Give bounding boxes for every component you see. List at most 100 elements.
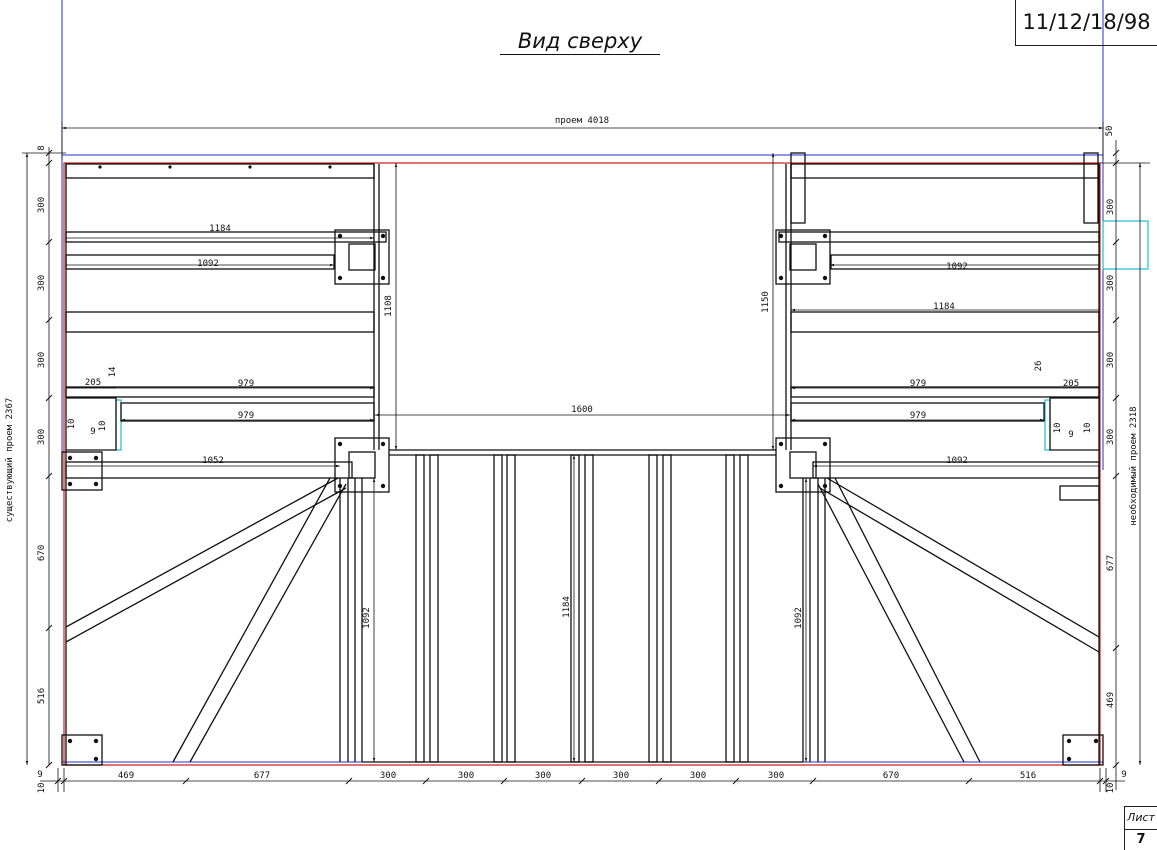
dim-right-side-6: 469 <box>1106 692 1116 708</box>
dim-bottom-9: 670 <box>883 771 899 781</box>
dim-left-side-4: 300 <box>37 429 47 445</box>
dimension-tick <box>45 159 53 167</box>
dim-center-vertical: 1184 <box>562 596 572 618</box>
dim-left-notch-c: 9 <box>90 427 95 437</box>
dim-left-notch-w: 205 <box>85 378 101 388</box>
dim-right-notch-d: 10 <box>1083 423 1093 434</box>
dim-right-notch-b: 10 <box>1053 423 1063 434</box>
dim-right-side-2: 300 <box>1106 275 1116 291</box>
dimension-tick <box>965 777 973 785</box>
document-number-box: 11/12/18/98 <box>1015 0 1157 46</box>
left-frame <box>61 163 390 766</box>
dimension-tick <box>1112 644 1120 652</box>
dim-bottom-4: 300 <box>458 771 474 781</box>
sheet-number: 7 <box>1136 832 1146 847</box>
dim-left-beam-1: 1184 <box>209 224 231 234</box>
right-frame <box>775 152 1104 766</box>
dimension-tick <box>1112 472 1120 480</box>
dim-bottom-7: 300 <box>690 771 706 781</box>
dim-left-notch-a: 14 <box>108 367 118 378</box>
dimension-tick <box>422 777 430 785</box>
dimension-tick <box>45 238 53 246</box>
guide-lines <box>61 0 1104 763</box>
document-number: 11/12/18/98 <box>1022 10 1151 34</box>
dim-top-left-small: 8 <box>37 145 47 150</box>
sheet-label: Лист <box>1125 807 1157 830</box>
center-section <box>362 449 803 763</box>
dim-right-vertical-lower: 1092 <box>794 607 804 629</box>
dim-bottom-left-small-b: 10 <box>37 783 47 794</box>
dimension-tick <box>45 624 53 632</box>
dim-right-beam-1: 1092 <box>946 262 968 272</box>
dimension-tick <box>45 316 53 324</box>
dim-right-vertical-upper: 1150 <box>761 291 771 313</box>
dim-left-beam-2: 1092 <box>197 259 219 269</box>
dim-right-beam-3: 979 <box>910 379 926 389</box>
dimension-tick <box>1102 777 1110 785</box>
dimension-tick <box>655 777 663 785</box>
dim-right-beam-5: 1092 <box>946 456 968 466</box>
dimension-tick <box>45 472 53 480</box>
dimension-tick <box>578 777 586 785</box>
dimension-tick <box>809 777 817 785</box>
bottom-ticks <box>54 777 1110 785</box>
dimension-tick <box>54 777 62 785</box>
dimension-tick <box>1096 777 1104 785</box>
dim-right-notch-a: 26 <box>1034 361 1044 372</box>
dim-right-side-4: 300 <box>1106 429 1116 445</box>
dim-opening-width: проем 4018 <box>555 116 609 126</box>
dim-left-side-1: 300 <box>37 197 47 213</box>
dim-right-notch-w: 205 <box>1063 379 1079 389</box>
dim-left-side-5: 670 <box>37 545 47 561</box>
dimension-tick <box>1112 761 1120 769</box>
dimension-tick <box>182 777 190 785</box>
right-bolt-holes <box>778 233 1099 762</box>
right-side-ticks <box>1112 149 1120 769</box>
dimension-tick <box>45 761 53 769</box>
dim-bottom-left-small-a: 9 <box>37 770 42 780</box>
dimension-tick <box>345 777 353 785</box>
dim-left-vertical-lower: 1092 <box>362 607 372 629</box>
dim-left-notch-d: 10 <box>98 421 108 432</box>
dimension-tick <box>1112 159 1120 167</box>
left-side-ticks <box>45 149 53 769</box>
dimension-tick <box>1112 316 1120 324</box>
dim-left-beam-4: 979 <box>238 411 254 421</box>
dimension-tick <box>60 777 68 785</box>
dim-bottom-right-small-b: 10 <box>1106 783 1116 794</box>
dim-bottom-2: 677 <box>254 771 270 781</box>
sheet-box: Лист 7 <box>1124 806 1157 850</box>
dimension-tick <box>45 394 53 402</box>
dim-left-notch-b: 10 <box>67 419 77 430</box>
dim-right-side-3: 300 <box>1106 352 1116 368</box>
left-bolt-holes <box>67 165 386 762</box>
dim-left-beam-3: 979 <box>238 379 254 389</box>
dimension-tick <box>1112 394 1120 402</box>
dim-center-span: 1600 <box>571 405 593 415</box>
dimension-tick <box>1112 149 1120 157</box>
dim-right-beam-2: 1184 <box>933 302 955 312</box>
dimension-tick <box>732 777 740 785</box>
dim-bottom-6: 300 <box>613 771 629 781</box>
dim-left-vertical-upper: 1108 <box>384 295 394 317</box>
dim-left-side-2: 300 <box>37 275 47 291</box>
dim-bottom-right-small-a: 9 <box>1121 770 1126 780</box>
dim-existing-opening: существующий проем 2367 <box>5 398 15 523</box>
dimension-lines <box>22 122 1150 792</box>
drawing-title: Вид сверху <box>500 28 660 55</box>
dim-right-beam-4: 979 <box>910 411 926 421</box>
dim-bottom-8: 300 <box>768 771 784 781</box>
dim-bottom-3: 300 <box>380 771 396 781</box>
dimension-tick <box>45 149 53 157</box>
dim-left-beam-5: 1052 <box>202 456 224 466</box>
dim-required-opening: необходимый проем 2318 <box>1128 406 1139 525</box>
dim-top-right-small: 50 <box>1105 126 1115 137</box>
dim-bottom-1: 469 <box>118 771 134 781</box>
dim-bottom-5: 300 <box>535 771 551 781</box>
dimension-tick <box>1112 238 1120 246</box>
dim-left-side-6: 516 <box>37 688 47 704</box>
dim-left-side-3: 300 <box>37 352 47 368</box>
dim-right-side-1: 300 <box>1106 199 1116 215</box>
dimension-tick <box>500 777 508 785</box>
